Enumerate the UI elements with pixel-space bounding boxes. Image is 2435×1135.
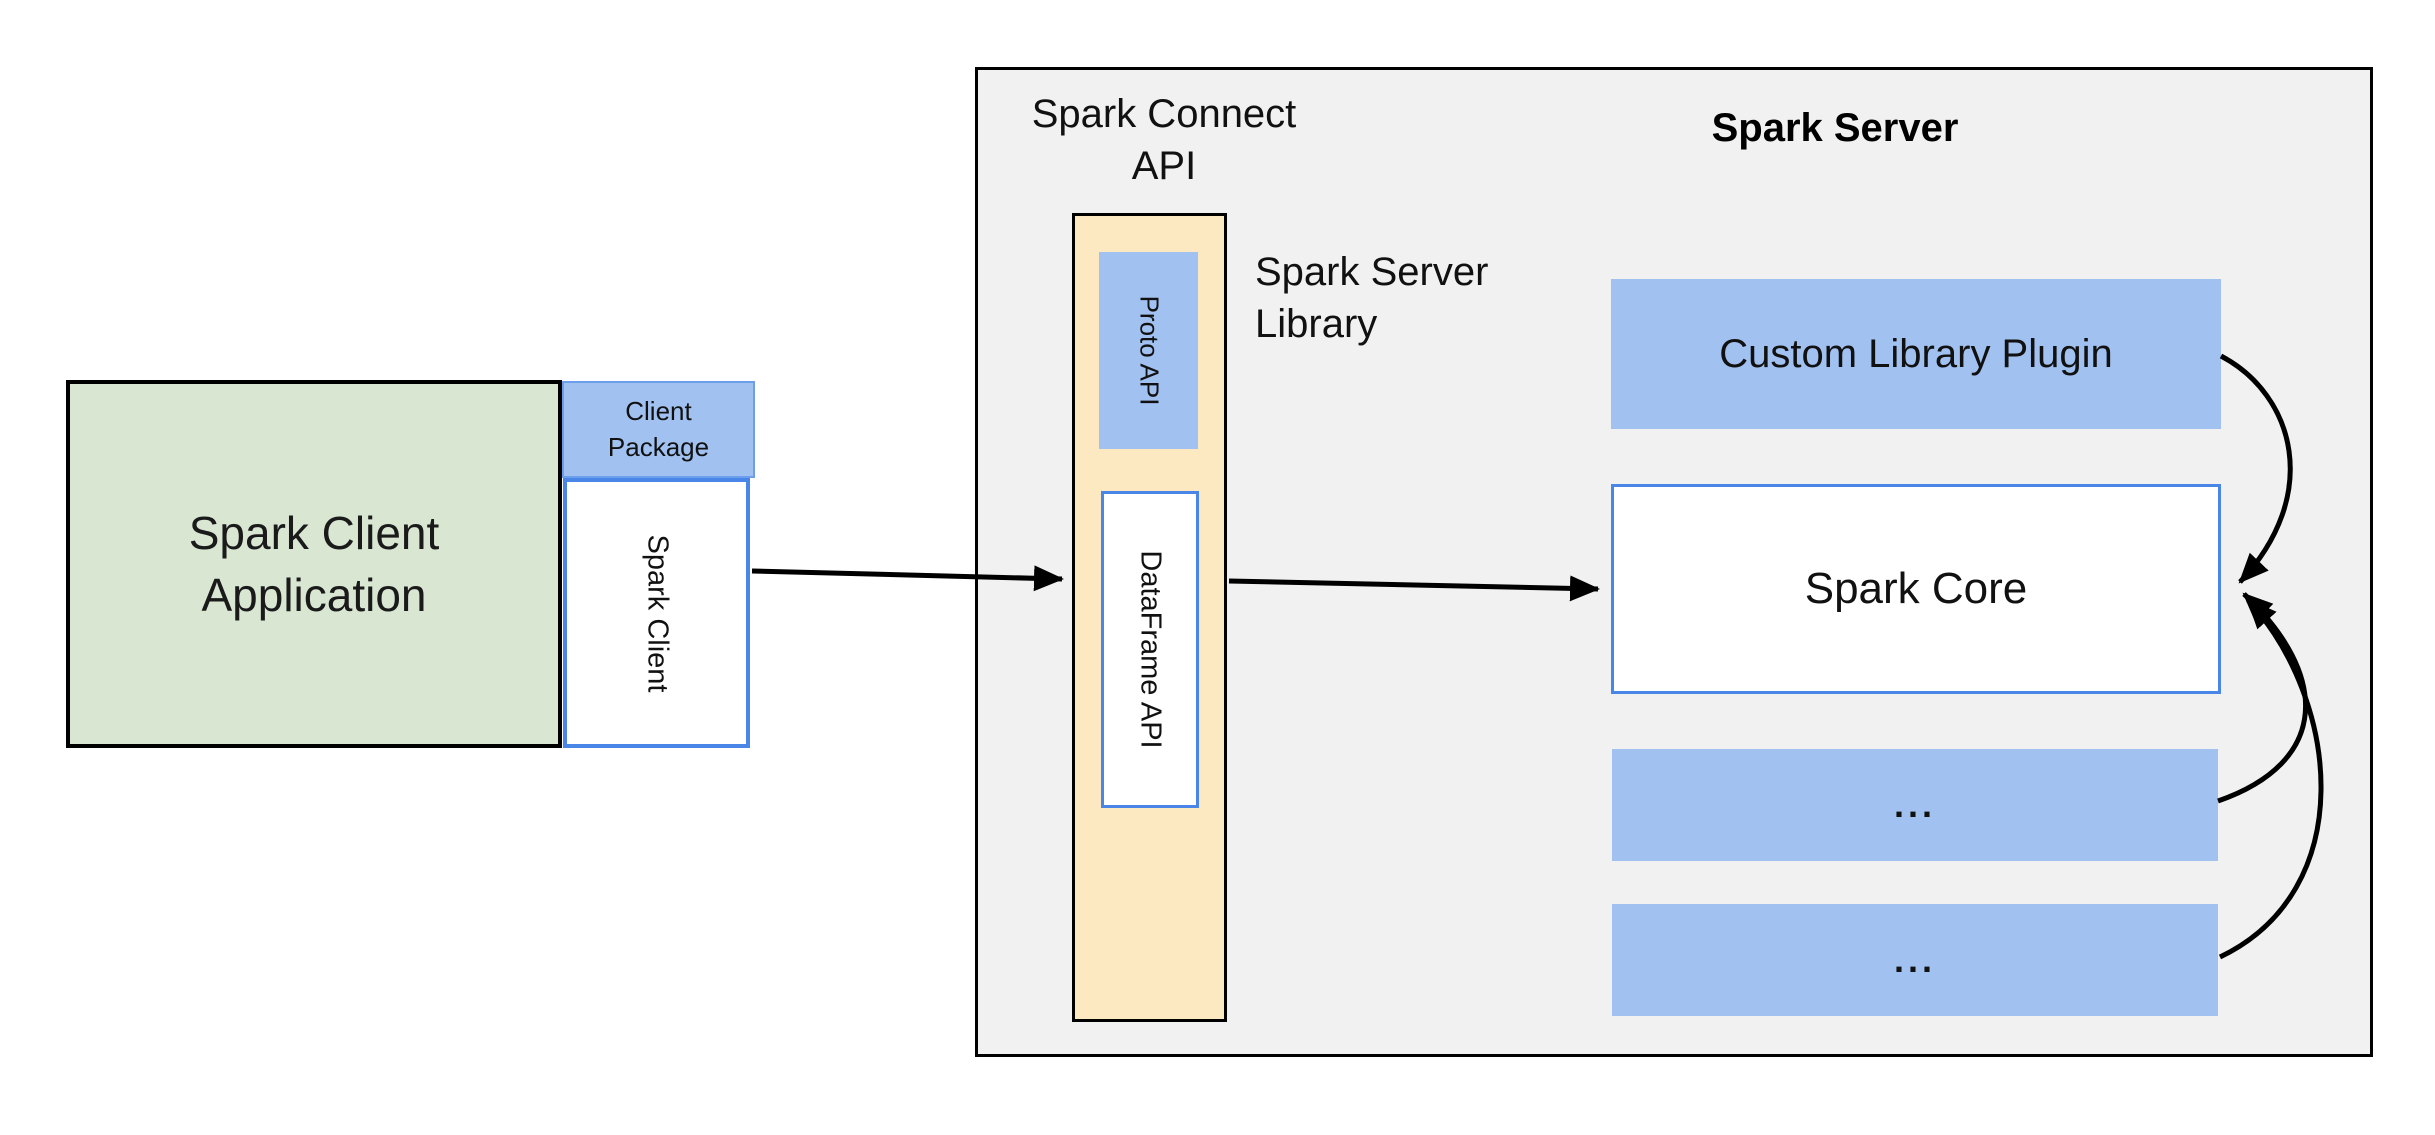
spark-client-box: Spark Client [563,478,750,748]
spark-server-library-line2: Library [1255,302,1378,346]
spark-connect-api-heading: Spark Connect API [978,88,1350,192]
proto-api-box: Proto API [1099,252,1198,449]
ellipsis-box-top: ... [1612,749,2218,861]
spark-connect-api-heading-line2: API [1131,144,1197,188]
spark-client-application-line2: Application [201,569,427,621]
spark-client-application-line1: Spark Client [188,506,440,559]
ellipsis-top-label: ... [1893,784,1936,825]
spark-core-box: Spark Core [1611,484,2221,694]
spark-server-library-label: Spark Server Library [1255,246,1595,350]
custom-library-plugin-box: Custom Library Plugin [1611,279,2221,429]
spark-client-application-box: Spark Client Application [66,380,562,748]
client-package-box: Client Package [562,381,755,478]
spark-core-label: Spark Core [1804,564,2028,613]
client-package-label: Client Package [608,394,709,464]
spark-connect-api-heading-line1: Spark Connect [1031,92,1297,136]
spark-server-library-line1: Spark Server [1255,250,1489,294]
spark-client-label: Spark Client [641,534,673,692]
dataframe-api-box: DataFrame API [1101,491,1199,808]
ellipsis-box-bottom: ... [1612,904,2218,1016]
proto-api-label: Proto API [1134,295,1164,406]
spark-connect-api-column: Proto API DataFrame API [1072,213,1227,1022]
ellipsis-bottom-label: ... [1893,939,1936,980]
custom-library-plugin-label: Custom Library Plugin [1719,331,2113,376]
dataframe-api-label: DataFrame API [1134,550,1167,749]
spark-client-application-label: Spark Client Application [189,502,440,626]
spark-server-title: Spark Server [1711,106,1959,150]
client-package-line1: Client [625,396,692,427]
client-package-line2: Package [607,431,710,462]
spark-connect-container: Spark Connect API Spark Server Spark Ser… [975,67,2373,1057]
